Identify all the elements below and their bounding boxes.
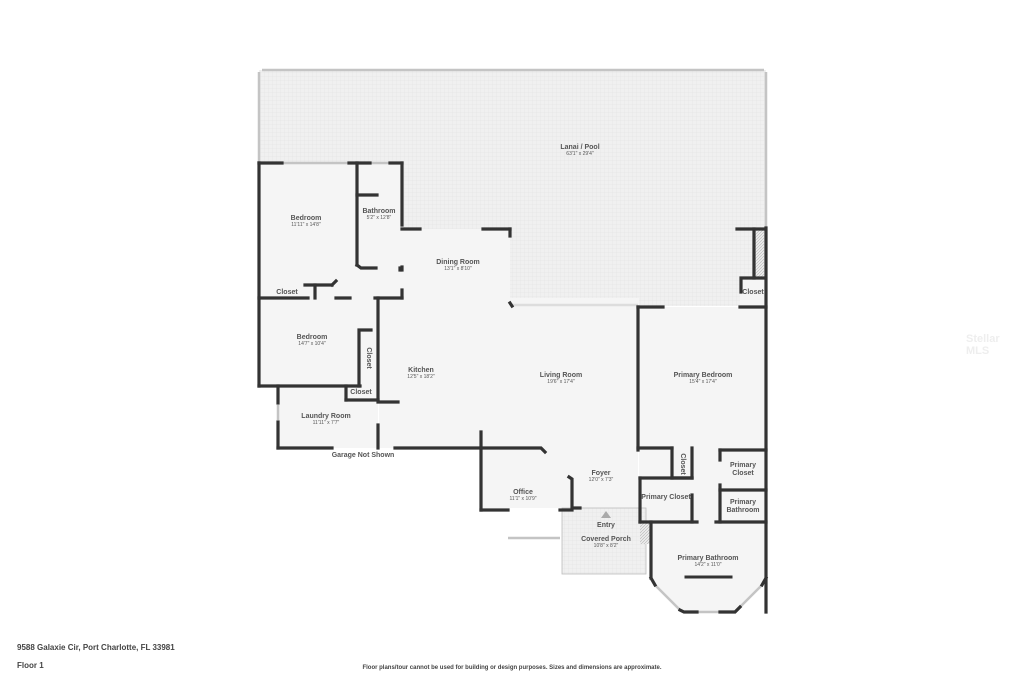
- garage-not-shown-note: Garage Not Shown: [332, 452, 395, 460]
- room-bathroom: Bathroom 5'2" x 12'8": [362, 208, 395, 222]
- room-name: Primary Bathroom: [677, 555, 739, 562]
- room-name: Primary Bathroom: [726, 499, 760, 515]
- room-dims: 12'0" x 7'3": [588, 477, 614, 484]
- room-name: Lanai / Pool: [560, 144, 600, 151]
- hatched-fixture: [754, 230, 764, 277]
- room-name: Bedroom: [290, 215, 322, 222]
- room-name: Laundry Room: [301, 413, 351, 420]
- room-name: Dining Room: [436, 259, 480, 266]
- property-address: 9588 Galaxie Cir, Port Charlotte, FL 339…: [17, 643, 175, 652]
- room-foyer: Foyer 12'0" x 7'3": [589, 470, 614, 484]
- room-name: Bedroom: [296, 334, 328, 341]
- room-primary-bedroom: Primary Bedroom 15'4" x 17'4": [674, 372, 733, 386]
- room-dims: 14'7" x 10'4": [298, 341, 326, 348]
- room-name: Closet: [679, 453, 687, 475]
- room-closet-lanai: Closet: [742, 289, 763, 297]
- room-name: Bathroom: [362, 208, 396, 215]
- room-name: Primary Closet: [729, 462, 757, 478]
- room-dims: 5'2" x 12'8": [366, 215, 392, 222]
- room-name: Closet: [276, 289, 298, 296]
- room-name: Living Room: [539, 372, 583, 379]
- room-bedroom-1: Bedroom 11'11" x 14'8": [291, 215, 322, 229]
- interior-floor: [259, 163, 766, 612]
- room-name: Closet: [350, 389, 372, 396]
- note-text: Garage Not Shown: [331, 452, 395, 459]
- room-laundry: Laundry Room 11'11" x 7'7": [301, 413, 350, 427]
- room-dims: 11'11" x 14'8": [291, 222, 321, 229]
- room-dims: 12'5" x 18'2": [407, 374, 435, 381]
- watermark: Stellar MLS: [966, 333, 1000, 357]
- room-covered-porch: Covered Porch 10'8" x 8'2": [581, 536, 631, 550]
- room-office: Office 11'1" x 10'9": [509, 489, 536, 503]
- room-primary-closet-a: Primary Closet: [641, 494, 690, 502]
- room-dining: Dining Room 13'1" x 8'10": [436, 259, 480, 273]
- room-dims: 13'1" x 8'10": [444, 266, 472, 273]
- room-name: Foyer: [591, 470, 611, 477]
- room-closet-1: Closet: [276, 289, 297, 297]
- room-name: Office: [513, 489, 533, 496]
- room-name: Covered Porch: [581, 536, 631, 543]
- entry-arrow-icon: [601, 511, 611, 518]
- room-dims: 11'11" x 7'7": [312, 420, 340, 427]
- covered-porch-area: [561, 507, 647, 575]
- room-closet-vertical: Closet: [364, 347, 372, 368]
- room-dims: 10'8" x 8'2": [593, 543, 619, 550]
- room-dims: 15'4" x 17'4": [689, 379, 717, 386]
- room-closet-primary-vertical: Closet: [678, 453, 686, 474]
- room-living: Living Room 19'6" x 17'4": [540, 372, 582, 386]
- room-name: Closet: [365, 347, 373, 369]
- room-dims: 14'2" x 11'0": [694, 562, 722, 569]
- disclaimer: Floor plans/tour cannot be used for buil…: [362, 665, 662, 671]
- walls: [257, 161, 769, 614]
- room-name: Kitchen: [408, 367, 434, 374]
- room-closet-3: Closet: [350, 389, 371, 397]
- room-primary-bathroom-small: Primary Bathroom: [723, 499, 763, 515]
- room-bedroom-2: Bedroom 14'7" x 10'4": [297, 334, 328, 348]
- entry-label: Entry: [597, 522, 615, 530]
- room-dims: 19'6" x 17'4": [547, 379, 575, 386]
- room-dims: 11'1" x 10'9": [509, 496, 537, 503]
- room-name: Entry: [597, 522, 615, 529]
- room-name: Primary Bedroom: [673, 372, 733, 379]
- floor-label: Floor 1: [17, 661, 44, 670]
- hatched-fixture: [640, 522, 650, 544]
- room-name: Closet: [742, 289, 764, 296]
- room-primary-closet-b: Primary Closet: [728, 462, 758, 478]
- room-primary-bathroom: Primary Bathroom 14'2" x 11'0": [677, 555, 738, 569]
- room-name: Primary Closet: [641, 494, 691, 501]
- room-lanai-pool: Lanai / Pool 63'1" x 29'4": [560, 144, 599, 158]
- room-kitchen: Kitchen 12'5" x 18'2": [407, 367, 434, 381]
- room-dims: 63'1" x 29'4": [566, 151, 594, 158]
